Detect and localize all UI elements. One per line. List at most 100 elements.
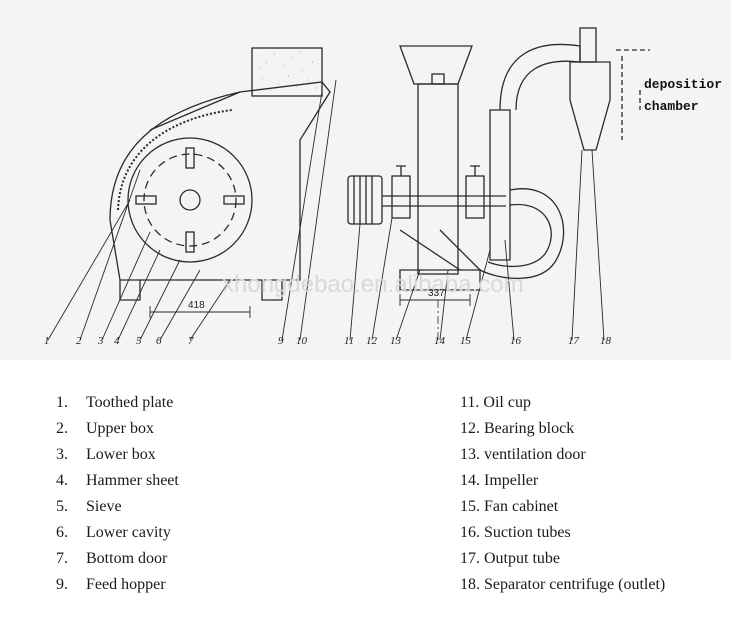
part-label: 15 [460,335,472,347]
hammer-sheet [135,195,157,205]
legend-text: Output tube [484,550,560,567]
fan-separator-view [347,27,650,341]
legend-number: 1. [56,394,68,411]
legend-text: Impeller [484,472,539,489]
legend-item: 5. Sieve [56,494,179,520]
legend-item: 6. Lower cavity [56,520,179,546]
legend-column-left: 1.Toothed plate 2.Upper box 3.Lower box … [56,390,179,598]
base [399,269,481,291]
legend-item: 3. Lower box [56,442,179,468]
part-label: 18 [600,335,612,347]
part-label: 5 [136,335,142,347]
part-label: 13 [390,335,402,347]
bearing-block [465,175,485,219]
technical-drawing: xhongdebao.en.alibaba.com 418 337 deposi… [44,27,722,347]
separator-outlet [579,27,597,63]
hammer-sheet [185,231,195,253]
part-label: 16 [510,335,522,347]
legend-text: ventilation door [484,446,586,463]
legend-item: 12.Bearing block [460,416,665,442]
dimension-label: 418 [188,300,205,311]
legend-item: 15.Fan cabinet [460,494,665,520]
legend-number: 5. [56,498,68,515]
legend-item: 14.Impeller [460,468,665,494]
pulley [347,175,383,225]
upper-box [109,81,331,221]
deposition-chamber [616,49,650,140]
legend-text: Lower cavity [86,524,171,541]
legend-number: 2. [56,420,68,437]
part-label: 7 [188,335,194,347]
legend-number: 12. [460,420,480,437]
legend-number: 15. [460,498,480,515]
legend-text: Bottom door [86,550,168,567]
legend-text: Bearing block [484,420,575,437]
watermark: xhongdebao.en.alibaba.com [222,271,524,298]
legend-number: 9. [56,576,68,593]
legend-item: 2. Upper box [56,416,179,442]
dimension-label: 337 [428,288,445,299]
legend-text: Toothed plate [86,394,174,411]
parts-legend: 1.Toothed plate 2.Upper box 3.Lower box … [0,390,731,610]
legend-item: 17.Output tube [460,546,665,572]
hopper-stipple [258,51,317,91]
legend-item: 1. Toothed plate [56,390,179,416]
oil-cup [396,165,480,176]
legend-item: 4. Hammer sheet [56,468,179,494]
legend-number: 13. [460,446,480,463]
part-label: 9 [278,335,284,347]
legend-text: Hammer sheet [86,472,179,489]
hammer-sheet [223,195,245,205]
feed-hopper [251,47,323,97]
legend-number: 3. [56,446,68,463]
legend-item: 9. Feed hopper [56,572,179,598]
legend-text: Fan cabinet [484,498,559,515]
legend-number: 16. [460,524,480,541]
legend-number: 7. [56,550,68,567]
rotor-hub [179,189,201,211]
hammer-sheet [185,147,195,169]
legend-item: 13.ventilation door [460,442,665,468]
legend-number: 17. [460,550,480,567]
part-label: 1 [44,335,50,347]
part-label: 2 [76,335,82,347]
part-label: 11 [344,335,354,347]
annotation-line: chamber [644,99,699,114]
legend-text: Oil cup [483,394,531,411]
legend-text: Upper box [86,420,154,437]
legend-number: 6. [56,524,68,541]
legend-item: 16.Suction tubes [460,520,665,546]
rotor-outer [127,137,253,263]
legend-item: 7. Bottom door [56,546,179,572]
shaft [382,195,506,207]
lower-box [109,210,301,281]
legend-number: 14. [460,472,480,489]
part-label: 6 [156,335,162,347]
legend-text: Sieve [86,498,122,515]
top-hopper [399,45,473,85]
legend-text: Suction tubes [484,524,571,541]
legend-number: 4. [56,472,68,489]
legend-item: 11.Oil cup [460,390,665,416]
legend-number: 18. [460,576,480,593]
fan-cabinet [489,109,511,261]
machine-drawing: xhongdebao.en.alibaba.com 418 337 deposi… [0,0,731,360]
suction-tube-top [499,43,581,111]
part-label: 4 [114,335,120,347]
legend-text: Lower box [86,446,156,463]
separator-centrifuge [569,61,611,151]
suction-tube-loop [479,188,565,280]
lower-cavity [119,280,283,301]
annotation-line: depositior [644,77,722,92]
rotor-inner [143,153,237,247]
part-label: 12 [366,335,378,347]
part-label: 10 [296,335,308,347]
legend-text: Feed hopper [86,576,166,593]
part-label: 17 [568,335,580,347]
legend-number: 11. [460,394,480,411]
legend-text: Separator centrifuge (outlet) [484,576,666,593]
legend-item: 18.Separator centrifuge (outlet) [460,572,665,598]
legend-column-right: 11.Oil cup 12.Bearing block 13.ventilati… [460,390,665,598]
part-label: 14 [434,335,446,347]
hammer-mill-view [47,47,337,341]
